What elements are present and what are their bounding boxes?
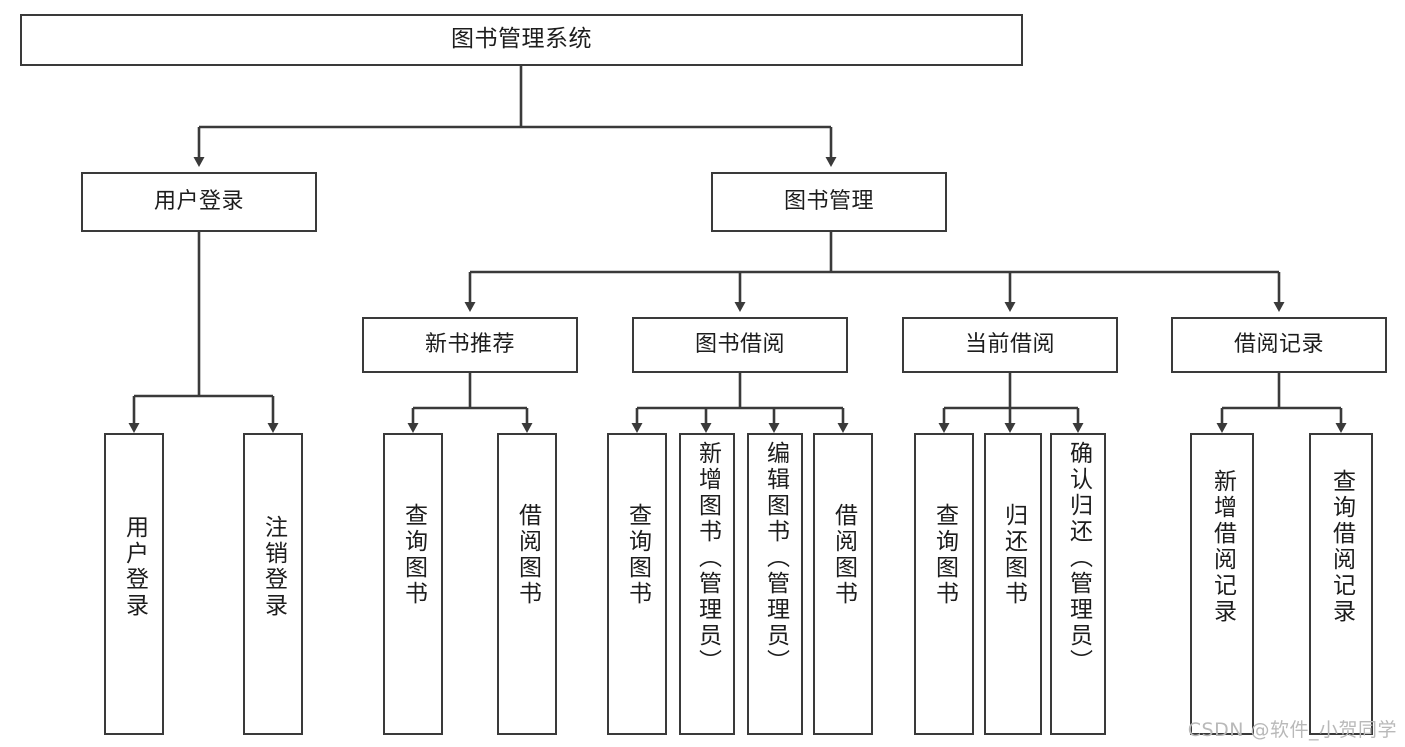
node-label: 新增图书（管理员）: [694, 441, 721, 675]
node-label: 查询图书: [400, 503, 427, 607]
leaf-user-login-login[interactable]: 用户登录: [104, 433, 164, 735]
node-new-book-recommend[interactable]: 新书推荐: [362, 317, 578, 373]
node-current-borrow[interactable]: 当前借阅: [902, 317, 1118, 373]
node-label: 查询图书: [931, 503, 958, 607]
node-label: 新增借阅记录: [1209, 469, 1236, 625]
node-label: 注销登录: [260, 515, 287, 619]
node-user-login[interactable]: 用户登录: [81, 172, 317, 232]
leaf-borrow-edit-book-admin[interactable]: 编辑图书（管理员）: [747, 433, 803, 735]
node-book-management[interactable]: 图书管理: [711, 172, 947, 232]
node-label: 查询借阅记录: [1328, 469, 1355, 625]
node-label: 图书借阅: [694, 331, 785, 357]
node-label: 当前借阅: [964, 331, 1055, 357]
node-label: 用户登录: [121, 515, 148, 619]
leaf-current-confirm-return-admin[interactable]: 确认归还（管理员）: [1050, 433, 1106, 735]
node-label: 借阅图书: [514, 503, 541, 607]
leaf-current-query-book[interactable]: 查询图书: [914, 433, 974, 735]
node-label: 查询图书: [624, 503, 651, 607]
node-label: 用户登录: [153, 188, 244, 214]
leaf-current-return-book[interactable]: 归还图书: [984, 433, 1042, 735]
node-label: 图书管理: [783, 188, 874, 214]
node-label: 归还图书: [1000, 503, 1027, 607]
node-root-system[interactable]: 图书管理系统: [20, 14, 1023, 66]
node-label: 借阅图书: [830, 503, 857, 607]
leaf-borrow-query-book[interactable]: 查询图书: [607, 433, 667, 735]
watermark-text: CSDN @软件_小贺同学: [1187, 719, 1397, 741]
node-borrow-record[interactable]: 借阅记录: [1171, 317, 1387, 373]
leaf-user-login-logout[interactable]: 注销登录: [243, 433, 303, 735]
leaf-borrow-add-book-admin[interactable]: 新增图书（管理员）: [679, 433, 735, 735]
leaf-new-book-borrow[interactable]: 借阅图书: [497, 433, 557, 735]
node-book-borrow[interactable]: 图书借阅: [632, 317, 848, 373]
leaf-borrow-borrow-book[interactable]: 借阅图书: [813, 433, 873, 735]
leaf-new-book-query[interactable]: 查询图书: [383, 433, 443, 735]
leaf-record-add-record[interactable]: 新增借阅记录: [1190, 433, 1254, 735]
node-label: 新书推荐: [424, 331, 515, 357]
node-label: 图书管理系统: [451, 26, 592, 53]
leaf-record-query-record[interactable]: 查询借阅记录: [1309, 433, 1373, 735]
node-label: 编辑图书（管理员）: [762, 441, 789, 675]
node-label: 借阅记录: [1233, 331, 1324, 357]
node-label: 确认归还（管理员）: [1065, 441, 1092, 675]
